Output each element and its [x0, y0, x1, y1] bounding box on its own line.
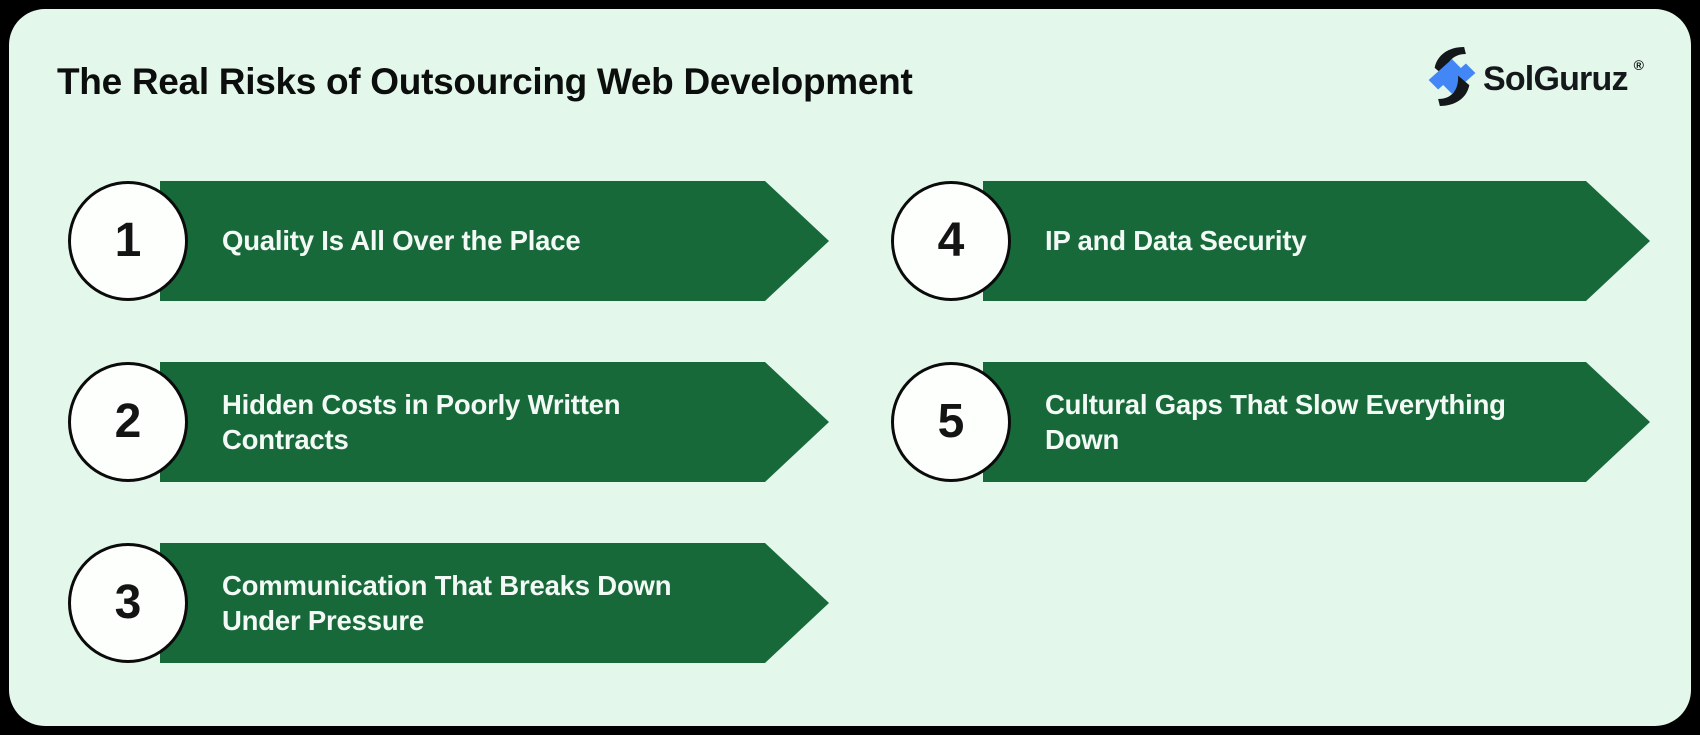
- risk-number-circle: 4: [891, 181, 1011, 301]
- risk-number-circle: 3: [68, 543, 188, 663]
- risk-label: IP and Data Security: [1045, 225, 1307, 257]
- brand-name: SolGuruz: [1482, 59, 1629, 98]
- risk-banner-arrow: Quality Is All Over the Place: [160, 181, 829, 301]
- risk-label: Quality Is All Over the Place: [222, 225, 581, 257]
- infographic-card: The Real Risks of Outsourcing Web Develo…: [9, 9, 1691, 726]
- risk-number-circle: 2: [68, 362, 188, 482]
- registered-trademark-mark: ®: [1633, 56, 1644, 73]
- risk-number: 1: [114, 214, 142, 267]
- risk-number: 5: [937, 395, 965, 448]
- risk-label: Communication That Breaks Down Under Pre…: [222, 569, 672, 636]
- risk-label: Cultural Gaps That Slow Everything Down: [1045, 388, 1506, 455]
- risk-number-circle: 1: [68, 181, 188, 301]
- risk-number: 4: [937, 214, 965, 267]
- brand-logo: SolGuruz ®: [1426, 45, 1644, 108]
- risk-number: 2: [114, 395, 142, 448]
- page-title: The Real Risks of Outsourcing Web Develo…: [57, 61, 913, 102]
- risk-label: Hidden Costs in Poorly Written Contracts: [222, 388, 621, 455]
- risk-banner-arrow: IP and Data Security: [983, 181, 1650, 301]
- risk-banner-arrow: Cultural Gaps That Slow Everything Down: [983, 362, 1650, 482]
- risk-number-circle: 5: [891, 362, 1011, 482]
- solguruz-logo-icon: [1428, 47, 1476, 106]
- risk-banner-arrow: Communication That Breaks Down Under Pre…: [160, 543, 829, 663]
- risk-number: 3: [114, 576, 142, 629]
- risk-banner-arrow: Hidden Costs in Poorly Written Contracts: [160, 362, 829, 482]
